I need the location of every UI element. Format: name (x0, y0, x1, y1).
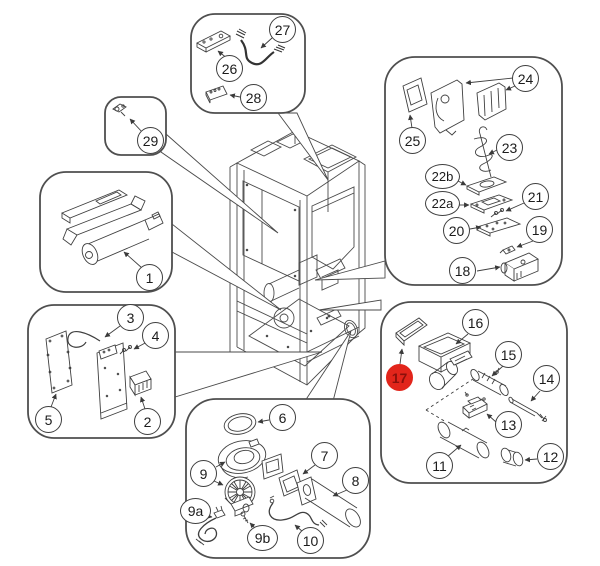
wedge-blower (304, 330, 352, 410)
callout-20[interactable]: 20 (443, 217, 470, 244)
leader-wedges (160, 112, 386, 410)
callout-14[interactable]: 14 (533, 365, 560, 392)
callout-7[interactable]: 7 (311, 442, 338, 469)
part-20-drawing (469, 217, 522, 237)
part-23-drawing (473, 126, 498, 178)
part-10-drawing (268, 495, 328, 533)
callout-28[interactable]: 28 (240, 84, 267, 111)
callout-29[interactable]: 29 (137, 127, 164, 154)
callout-18[interactable]: 18 (449, 257, 476, 284)
wedge-sensor (160, 133, 279, 234)
part-17-drawing (395, 317, 428, 365)
part-24-drawing (430, 77, 516, 136)
part-16-drawing (417, 332, 473, 390)
group-box-blower (185, 398, 371, 559)
callout-11[interactable]: 11 (426, 452, 453, 479)
part-1-drawing (61, 189, 164, 269)
callout-13[interactable]: 13 (495, 411, 522, 438)
part-9a-drawing (195, 505, 226, 546)
callout-19[interactable]: 19 (526, 216, 553, 243)
part-3-drawing (67, 325, 121, 348)
part-2-drawing (129, 370, 152, 410)
callout-6[interactable]: 6 (269, 404, 296, 431)
callout-4[interactable]: 4 (142, 322, 169, 349)
part-5-drawing (45, 330, 73, 408)
callout-10[interactable]: 10 (297, 527, 324, 554)
callout-16[interactable]: 16 (462, 309, 489, 336)
callout-3[interactable]: 3 (117, 304, 144, 331)
callout-22b[interactable]: 22b (425, 164, 460, 189)
callout-2[interactable]: 2 (134, 408, 161, 435)
callout-23[interactable]: 23 (496, 134, 523, 161)
part-22b-drawing (455, 176, 508, 196)
callout-15[interactable]: 15 (495, 341, 522, 368)
callout-24[interactable]: 24 (512, 65, 539, 92)
callout-8[interactable]: 8 (342, 467, 369, 494)
callout-17-selected[interactable]: 17 (386, 364, 413, 391)
part-8-drawing (296, 476, 361, 528)
callout-9b[interactable]: 9b (247, 525, 278, 551)
part-6-drawing (223, 413, 270, 435)
part-15-drawing (470, 365, 509, 396)
part-22a-drawing (458, 194, 514, 214)
part-25-drawing (402, 77, 428, 129)
callout-5[interactable]: 5 (35, 406, 62, 433)
callout-9[interactable]: 9 (190, 460, 217, 487)
group-box-firebox-internals (384, 56, 563, 286)
part-9-drawing (213, 438, 284, 517)
part-21-drawing (490, 202, 525, 218)
part-11-drawing (437, 421, 490, 459)
callout-1[interactable]: 1 (136, 264, 163, 291)
circuit-board-drawing (96, 342, 128, 420)
wedge-burn-pot (318, 299, 382, 311)
part-13-drawing (425, 376, 497, 423)
callout-25[interactable]: 25 (399, 127, 426, 154)
group-box-auger-motor (39, 171, 173, 293)
callout-26[interactable]: 26 (216, 55, 243, 82)
wedge-auger-motor (171, 223, 282, 311)
part-14-drawing (508, 390, 547, 422)
part-19-drawing (499, 240, 534, 255)
wedge-firebox (314, 260, 386, 281)
part-12-drawing (500, 447, 538, 467)
callout-27[interactable]: 27 (269, 16, 296, 43)
wedge-control-panel (277, 112, 329, 181)
callout-22a[interactable]: 22a (425, 191, 460, 216)
part-28-drawing (205, 85, 241, 104)
callout-12[interactable]: 12 (537, 443, 564, 470)
callout-21[interactable]: 21 (522, 183, 549, 210)
part-18-drawing (476, 252, 539, 282)
callout-9a[interactable]: 9a (180, 498, 211, 524)
part-27-drawing (235, 28, 286, 66)
